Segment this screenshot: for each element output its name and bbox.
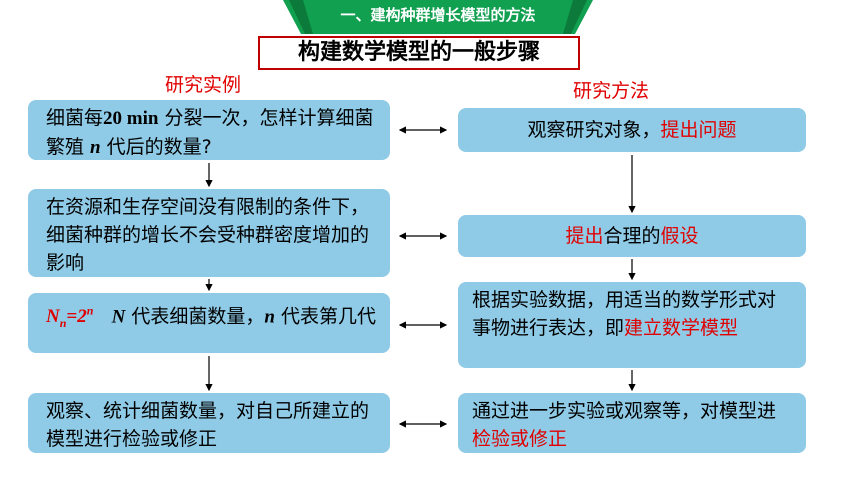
method-step-3: 根据实验数据，用适当的数学形式对事物进行表达，即建立数学模型: [458, 282, 806, 368]
section-banner: 一、建构种群增长模型的方法: [340, 6, 536, 24]
right-column-label: 研究方法: [573, 80, 650, 102]
header-banner-shape: [283, 0, 593, 34]
left-column-label: 研究实例: [165, 74, 242, 96]
method-step-4: 通过进一步实验或观察等，对模型进检验或修正: [458, 393, 806, 453]
example-step-2: 在资源和生存空间没有限制的条件下，细菌种群的增长不会受种群密度增加的影响: [28, 189, 390, 277]
example-step-3: Nn=2n N 代表细菌数量，n 代表第几代: [28, 293, 390, 353]
page-title: 构建数学模型的一般步骤: [258, 36, 580, 70]
method-step-1: 观察研究对象，提出问题: [458, 108, 806, 152]
formula: Nn=2n: [46, 304, 94, 331]
example-step-4: 观察、统计细菌数量，对自己所建立的模型进行检验或修正: [28, 393, 390, 453]
method-step-2: 提出合理的假设: [458, 215, 806, 257]
example-step-1: 细菌每20 min 分裂一次，怎样计算细菌繁殖 n 代后的数量?: [28, 100, 390, 160]
